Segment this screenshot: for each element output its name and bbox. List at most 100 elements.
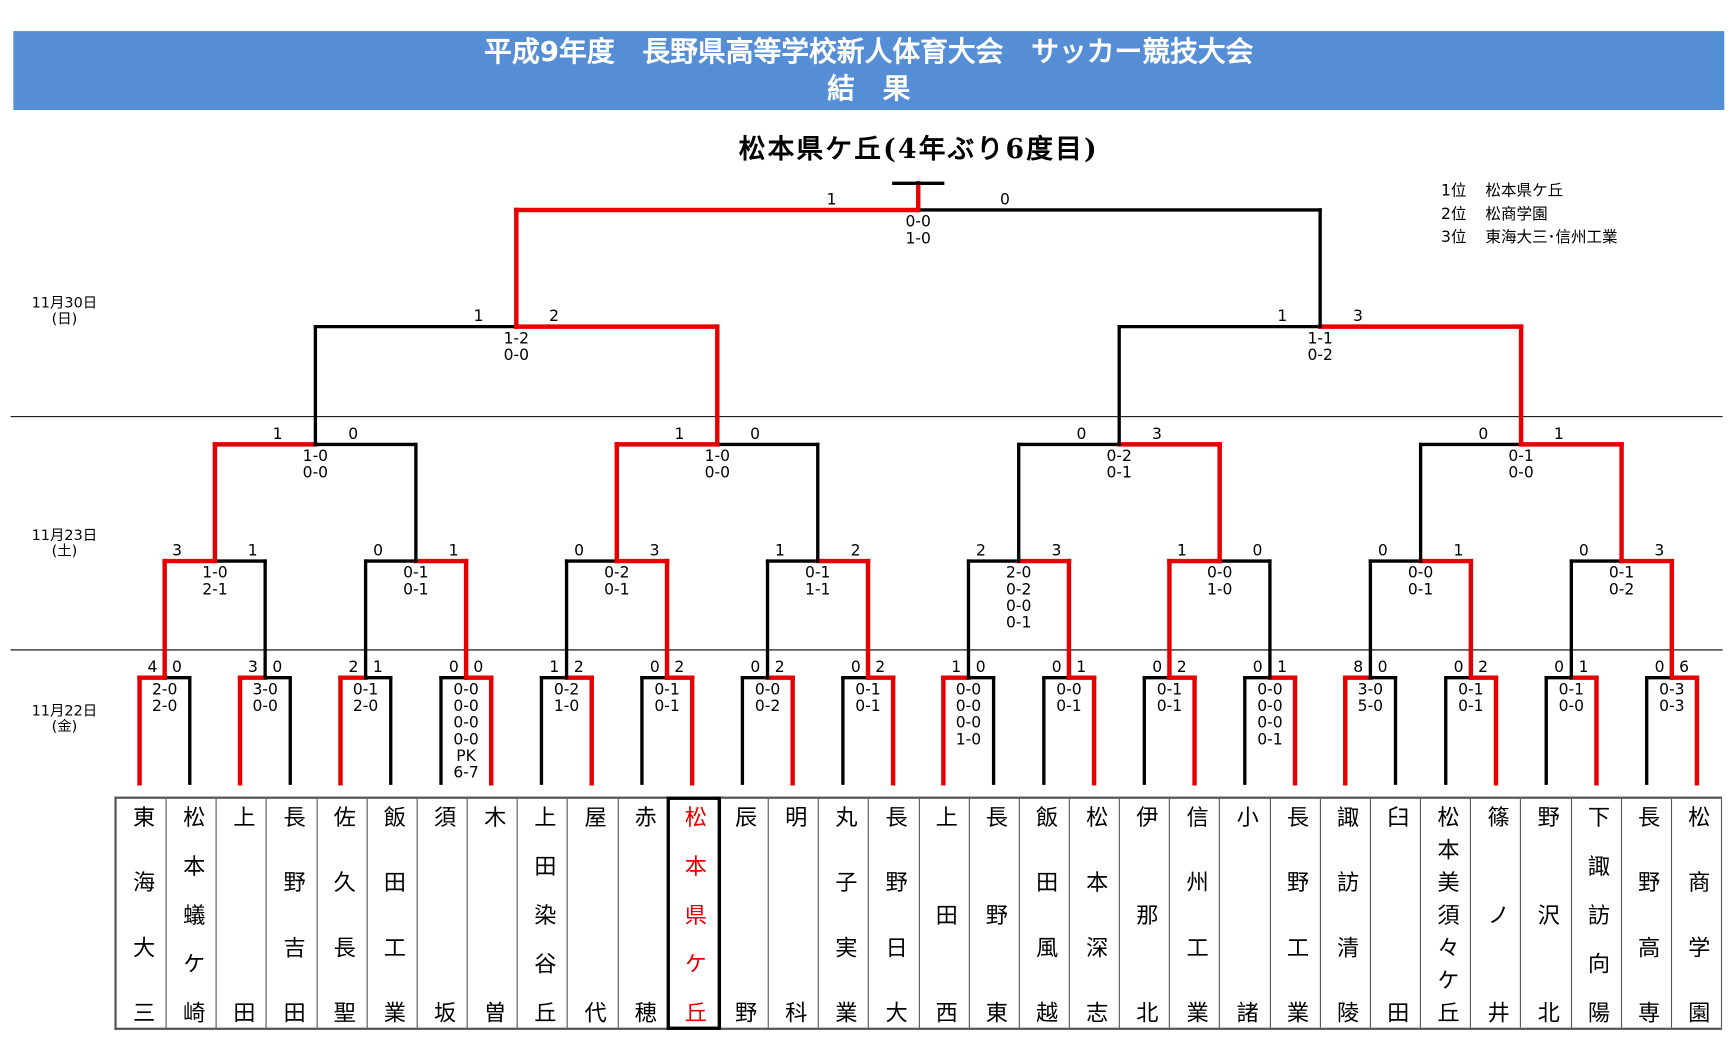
score-right: 0 [1252, 542, 1262, 560]
period-score: 0-0 [1056, 680, 1081, 698]
score-right: 0 [976, 658, 986, 676]
score-right: 1 [1554, 425, 1564, 443]
score-left: 0 [1378, 542, 1388, 560]
score-right: 1 [1277, 658, 1287, 676]
rank-team: 松商学園 [1485, 205, 1548, 224]
result-2nd: 2位松商学園 [1441, 203, 1618, 226]
period-score: 1-0 [202, 564, 227, 582]
score-left: 1 [549, 658, 559, 676]
score-left: 0 [1076, 425, 1086, 443]
score-left: 3 [172, 542, 182, 560]
team-name: 木曽 [480, 805, 507, 1024]
score-right: 0 [1000, 190, 1010, 208]
period-score: 2-0 [1006, 564, 1031, 582]
score-right: 3 [1353, 307, 1363, 325]
score-left: 1 [827, 190, 837, 208]
period-score: 0-0 [1559, 697, 1584, 715]
period-score: 1-1 [805, 580, 830, 598]
period-score: 0-2 [1307, 346, 1332, 364]
period-score: 0-1 [1056, 697, 1081, 715]
team-name: 長野東 [981, 805, 1009, 1024]
score-left: 3 [248, 658, 258, 676]
period-score: 0-1 [1609, 564, 1634, 582]
score-right: 1 [1453, 542, 1463, 560]
score-left: 0 [1579, 542, 1589, 560]
score-right: 2 [1478, 658, 1488, 676]
score-left: 1 [775, 542, 785, 560]
score-left: 0 [750, 658, 760, 676]
period-score: 0-0 [755, 680, 780, 698]
score-right: 0 [750, 425, 760, 443]
period-score: 1-0 [906, 229, 931, 247]
period-score: 0-2 [1106, 447, 1131, 465]
score-right: 2 [875, 658, 885, 676]
team-cell: 篠ノ井 [1471, 798, 1522, 1028]
period-score: 1-0 [1207, 580, 1232, 598]
score-left: 0 [1454, 658, 1464, 676]
team-name: 東海大三 [129, 805, 156, 1024]
period-score: PK [456, 747, 476, 765]
score-left: 0 [1052, 658, 1062, 676]
date-text: 11月22日 [31, 703, 98, 720]
score-right: 6 [1679, 658, 1689, 676]
team-cell: 諏訪清陵 [1321, 798, 1371, 1028]
period-score: 0-2 [755, 697, 780, 715]
period-score: 0-1 [604, 580, 629, 598]
period-score: 0-0 [303, 464, 328, 482]
team-name: 屋代 [580, 805, 608, 1024]
score-right: 3 [1052, 542, 1062, 560]
rank-label: 1位 [1440, 182, 1467, 200]
team-name: 篠ノ井 [1483, 805, 1511, 1024]
period-score: 0-3 [1659, 697, 1684, 715]
team-name: 松本深志 [1082, 805, 1109, 1024]
team-name: 諏訪清陵 [1333, 805, 1360, 1024]
team-cell: 信州工業 [1170, 798, 1221, 1028]
team-cell: 松本蟻ケ崎 [167, 798, 217, 1028]
team-name: 長野吉田 [279, 805, 307, 1024]
team-cell: 長野工業 [1271, 798, 1321, 1028]
period-score: 0-0 [1408, 564, 1433, 582]
period-score: 0-1 [1106, 464, 1131, 482]
team-cell: 長野東 [970, 798, 1020, 1028]
score-right: 2 [674, 658, 684, 676]
score-right: 1 [1076, 658, 1086, 676]
period-score: 1-0 [705, 447, 730, 465]
team-cell: 臼田 [1371, 798, 1422, 1028]
score-left: 2 [976, 542, 986, 560]
period-score: 0-1 [855, 697, 880, 715]
score-left: 0 [449, 658, 459, 676]
period-score: 0-1 [403, 580, 428, 598]
period-score: 0-1 [654, 697, 679, 715]
team-cell: 須坂 [418, 798, 468, 1028]
team-cell: 松本深志 [1070, 798, 1121, 1028]
team-name: 松本蟻ケ崎 [179, 805, 206, 1024]
date-final-rounds: 11月30日(日) [22, 296, 106, 328]
team-cell: 野沢北 [1521, 798, 1572, 1028]
period-score: 0-1 [1257, 730, 1282, 748]
team-name: 長野日大 [881, 805, 909, 1024]
score-left: 0 [373, 542, 383, 560]
period-score: 0-2 [604, 564, 629, 582]
period-score: 0-1 [1458, 697, 1483, 715]
period-score: 0-0 [453, 697, 478, 715]
team-name: 佐久長聖 [329, 805, 357, 1024]
title-line-2: 結 果 [827, 72, 911, 105]
champion-title: 松本県ケ丘(4年ぶり6度目) [738, 132, 1099, 165]
team-cell: 下諏訪向陽 [1572, 798, 1622, 1028]
score-left: 1 [1177, 542, 1187, 560]
day-text: (土) [51, 543, 78, 560]
period-score: 5-0 [1358, 697, 1383, 715]
team-cell: 上田西 [919, 798, 970, 1028]
team-cell: 赤穂 [618, 798, 669, 1028]
period-score: 1-2 [504, 329, 529, 347]
period-score: 0-0 [1257, 697, 1282, 715]
rank-team: 東海大三･信州工業 [1485, 228, 1618, 247]
team-cell: 長野吉田 [267, 798, 318, 1028]
team-name: 松商学園 [1684, 805, 1711, 1024]
period-score: 0-0 [453, 730, 478, 748]
team-name: 明科 [781, 805, 808, 1024]
team-name: 飯田風越 [1032, 805, 1059, 1024]
team-cell: 丸子実業 [819, 798, 870, 1028]
score-left: 4 [147, 658, 157, 676]
period-score: 0-0 [252, 697, 277, 715]
